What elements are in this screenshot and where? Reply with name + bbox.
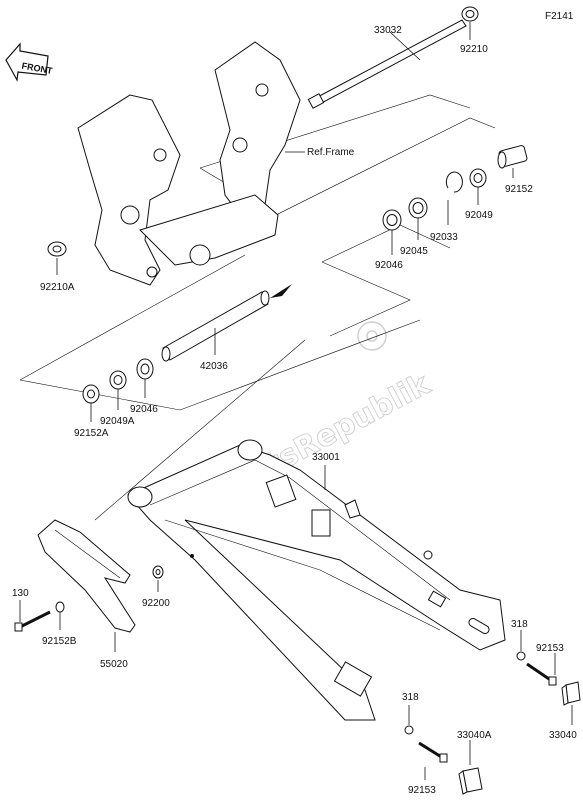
label-33040: 33040 [549, 730, 577, 741]
leader-33032 [389, 31, 421, 61]
label-92152a: 92152A [74, 428, 109, 439]
seal-92049 [469, 168, 487, 188]
bearing-92045 [408, 197, 428, 219]
label-92049a: 92049A [100, 416, 135, 427]
cap-92152a [82, 384, 100, 404]
block-33040 [561, 681, 581, 706]
bearing-92046-mid [136, 358, 154, 380]
label-92153-upper: 92153 [536, 643, 564, 654]
direction-arrow-icon [270, 284, 292, 298]
label-92049: 92049 [465, 210, 493, 221]
label-33001: 33001 [312, 452, 340, 463]
label-92046-mid: 92046 [130, 404, 158, 415]
label-92152: 92152 [505, 184, 533, 195]
pivot-shaft-33032 [307, 19, 467, 109]
nut-318-upper [516, 651, 526, 661]
front-arrow-icon: FRONT [5, 42, 54, 82]
washer-92200 [152, 554, 194, 579]
frame-reference-drawing [77, 41, 301, 286]
label-92033: 92033 [430, 232, 458, 243]
circlip-92033 [445, 171, 463, 193]
label-33032: 33032 [374, 25, 402, 36]
cap-92152 [497, 145, 528, 169]
label-318-upper: 318 [511, 619, 528, 630]
washer-92152b [55, 601, 65, 613]
block-33040a [458, 767, 483, 795]
label-92200: 92200 [142, 598, 170, 609]
nut-92210 [461, 6, 479, 22]
label-92210: 92210 [460, 44, 488, 55]
label-92045: 92045 [400, 246, 428, 257]
figure-code: F2141 [545, 11, 574, 22]
nut-318-lower [404, 725, 414, 735]
swingarm-33001 [127, 439, 506, 721]
label-92210a: 92210A [40, 282, 75, 293]
nut-92210a [47, 241, 67, 257]
collar-42036 [161, 290, 270, 362]
label-318-lower: 318 [402, 692, 419, 703]
label-92152b: 92152B [42, 636, 77, 647]
bolt-92153-lower [418, 741, 448, 763]
label-33040a: 33040A [457, 730, 492, 741]
seal-92049a [109, 370, 127, 390]
label-130: 130 [12, 588, 29, 599]
label-92046-upper: 92046 [375, 260, 403, 271]
bearing-92046-upper [382, 209, 402, 231]
label-55020: 55020 [100, 659, 128, 670]
bolt-130 [14, 610, 51, 632]
label-92153-lower: 92153 [408, 785, 436, 796]
bolt-92153-upper [526, 662, 557, 686]
chain-guard-55020 [37, 519, 136, 633]
label-42036: 42036 [200, 361, 228, 372]
label-ref-frame: Ref.Frame [307, 147, 355, 158]
